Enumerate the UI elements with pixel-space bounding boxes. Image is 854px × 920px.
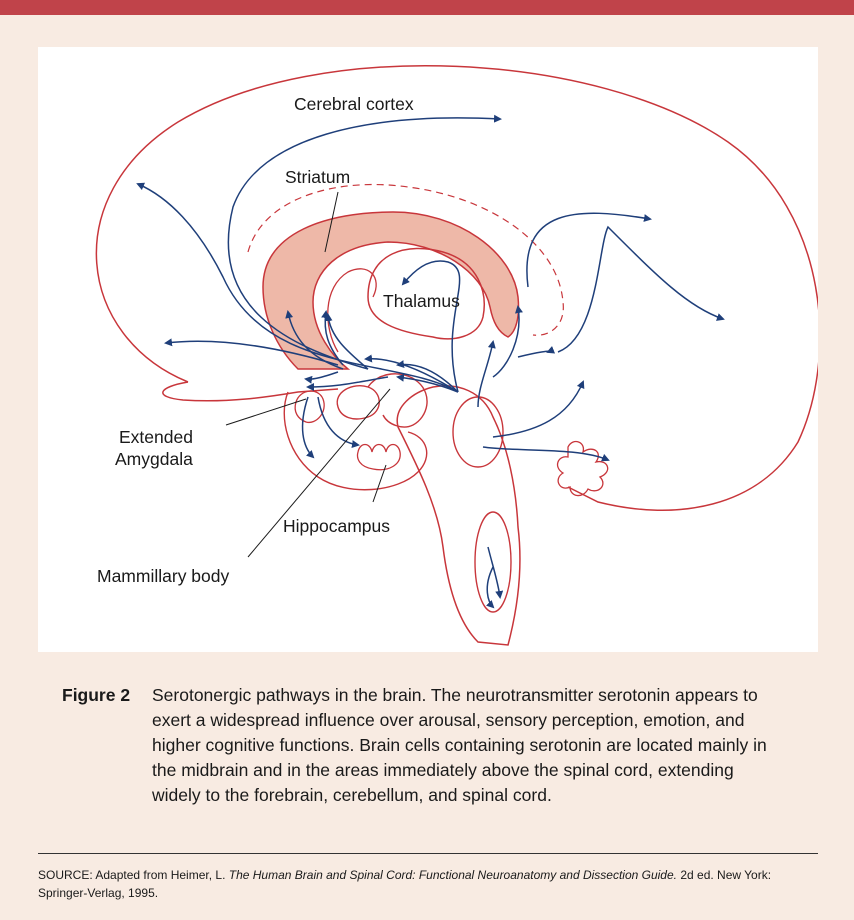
figure-caption-text: Serotonergic pathways in the brain. The … [152,683,782,808]
hippocampus-shape [358,445,401,470]
pathway-down-spinal-2 [487,567,493,607]
cerebral-cortex-outline [96,66,818,511]
label-extended: Extended [119,427,193,447]
source-title: The Human Brain and Spinal Cord: Functio… [229,868,677,882]
caption-divider [38,853,818,854]
label-mammillary-body: Mammillary body [97,566,229,586]
figure-caption: Figure 2 Serotonergic pathways in the br… [62,683,782,808]
figure-label: Figure 2 [62,685,130,705]
pathway-to-pons [493,382,583,437]
label-amygdala: Amygdala [115,449,193,469]
source-citation: SOURCE: Adapted from Heimer, L. The Huma… [38,866,798,902]
pathway-to-temporal [303,397,313,457]
pathway-to-extended-amygdala [308,377,388,387]
label-striatum: Striatum [285,167,350,187]
extended-amygdala-leader [226,399,306,425]
medulla-shape [475,512,511,612]
source-prefix: SOURCE: Adapted from Heimer, L. [38,868,229,882]
pathway-to-amygdala [306,372,338,379]
mammillary-body-shape [337,386,379,419]
hippocampus-leader [373,465,386,502]
brain-diagram: Cerebral cortex Striatum Thalamus Extend… [38,47,818,652]
pathway-to-occipital [558,227,723,352]
pons-shape [453,397,503,467]
fornix-outline [328,269,376,352]
diagram-panel: Cerebral cortex Striatum Thalamus Extend… [38,47,818,652]
label-hippocampus: Hippocampus [283,516,390,536]
pathway-down-spinal [488,547,500,597]
top-accent-bar [0,0,854,15]
label-thalamus: Thalamus [383,291,460,311]
cerebellum-shape [558,442,608,496]
pathway-to-parietal [518,351,549,357]
label-cerebral-cortex: Cerebral cortex [294,94,414,114]
